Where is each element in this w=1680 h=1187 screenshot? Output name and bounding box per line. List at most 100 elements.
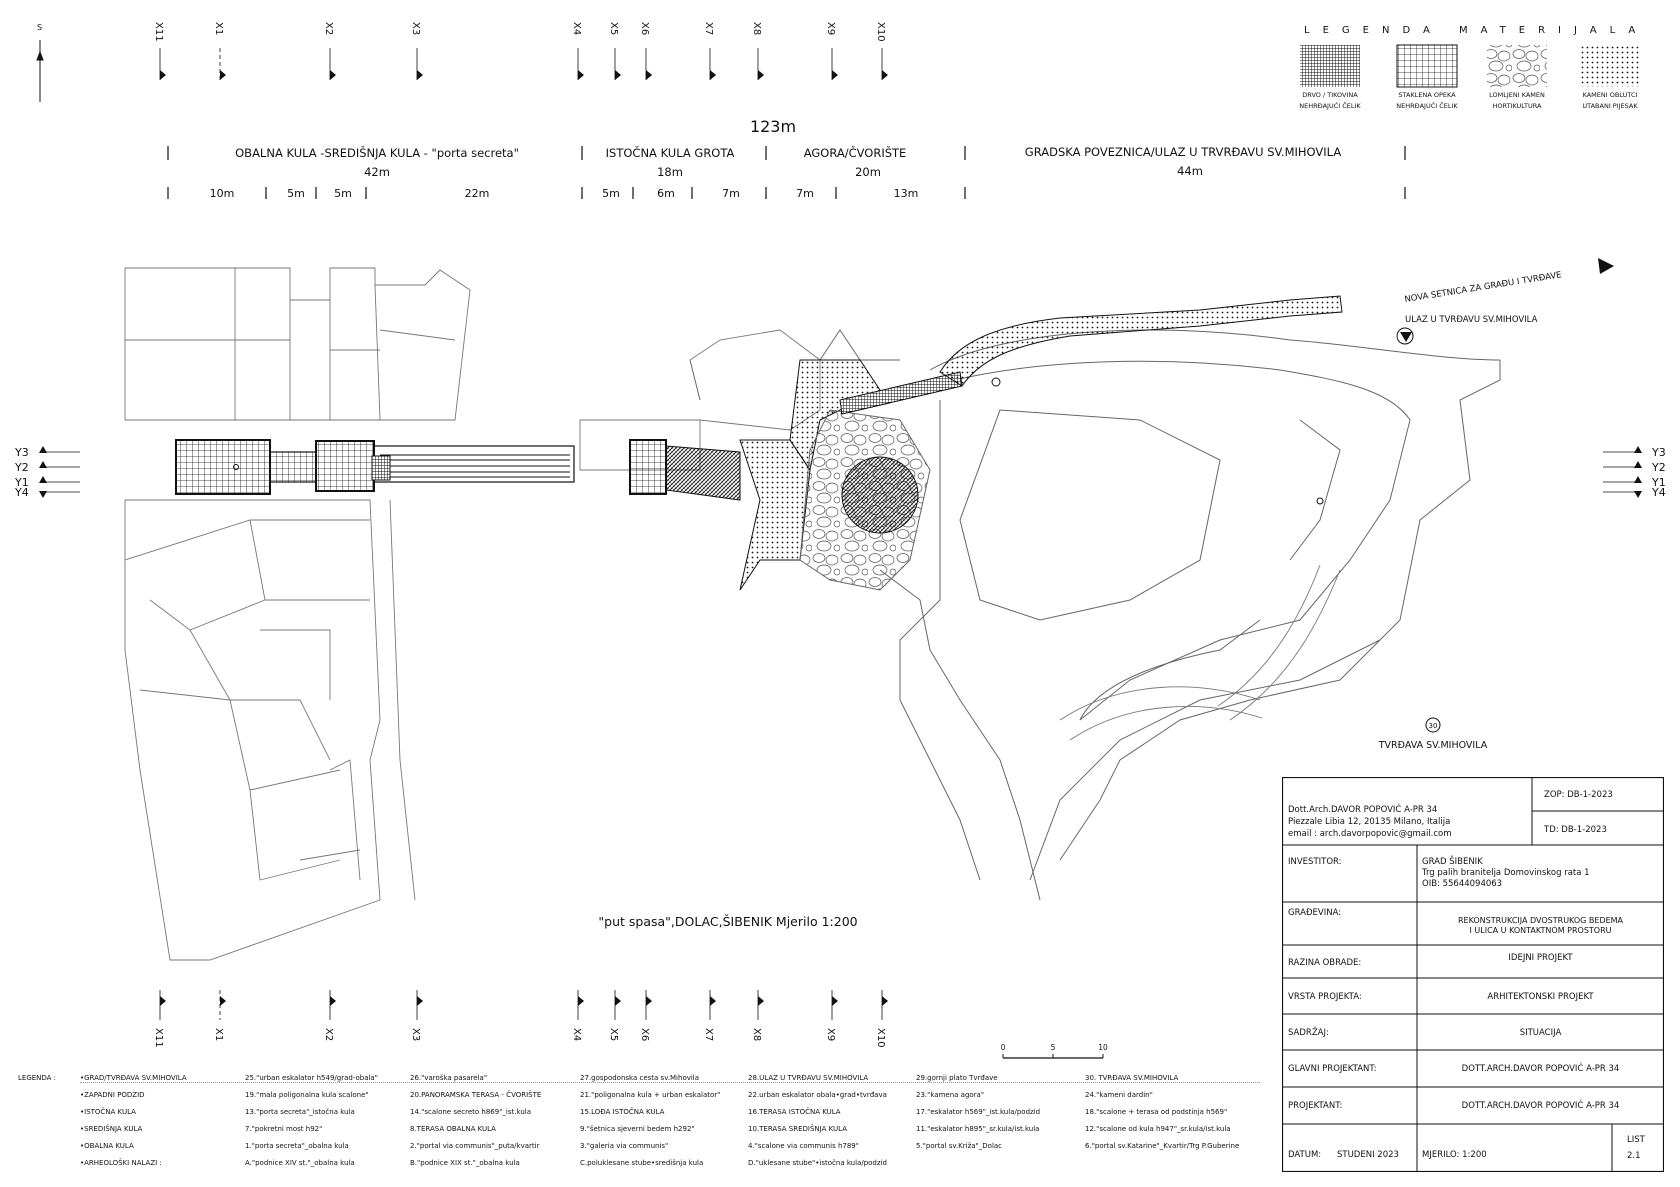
axis-label-y1-left: Y1 <box>14 476 29 489</box>
legend-row-1-col-5: 28.ULAZ U TVRĐAVU SV.MIHOVILA <box>748 1074 869 1082</box>
axis-marker-x4-bottom <box>578 996 584 1006</box>
vrsta-value: ARHITEKTONSKI PROJEKT <box>1487 992 1594 1002</box>
axis-label-x2-top: X2 <box>323 22 334 35</box>
title-block: Dott.Arch.DAVOR POPOVIĆ A-PR 34 Piezzale… <box>1282 777 1664 1172</box>
sub-length-1: 10m <box>210 187 235 200</box>
legend-row-5-col-5: 4."scalone via communis h789" <box>748 1142 859 1150</box>
axis-marker-x9-top <box>832 70 838 80</box>
axis-label-x11-bottom: X11 <box>153 1028 164 1048</box>
axis-marker-x7-top <box>710 70 716 80</box>
legend-row-4-col-3: 8.TERASA OBALNA KULA <box>410 1125 496 1133</box>
axis-label-x10-top: X10 <box>875 22 886 42</box>
gradevina-line-2: I ULICA U KONTAKTNOM PROSTORU <box>1469 926 1612 935</box>
investitor-label: INVESTITOR: <box>1288 857 1342 867</box>
legend-row-6-col-4: C.poluklesane stube•središnja kula <box>580 1159 704 1167</box>
axis-label-x9-bottom: X9 <box>825 1028 836 1041</box>
zop-code: ZOP: DB-1-2023 <box>1544 790 1613 800</box>
axis-label-x3-bottom: X3 <box>410 1028 421 1041</box>
axis-marker-x4-top <box>578 70 584 80</box>
glavni-label: GLAVNI PROJEKTANT: <box>1288 1064 1377 1074</box>
axis-marker-y1-right <box>1634 476 1642 483</box>
legend-row-5-col-3: 2."portal via communis"_puta/kvartir <box>410 1142 540 1150</box>
legend-row-2-col-1: •ZAPADNI PODZID <box>80 1091 145 1099</box>
legend-row-6-col-2: A."podnice XIV st."_obalna kula <box>245 1159 355 1167</box>
projektant-label: PROJEKTANT: <box>1288 1101 1343 1111</box>
axis-marker-x2-bottom <box>330 996 336 1006</box>
axis-marker-x3-top <box>417 70 423 80</box>
vrsta-label: VRSTA PROJEKTA: <box>1288 992 1362 1002</box>
axis-marker-x6-bottom <box>646 996 652 1006</box>
material-label-4-line-2: UTABANI PIJESAK <box>1582 102 1638 110</box>
axis-label-y3-right: Y3 <box>1651 446 1666 459</box>
urban-blocks <box>124 267 821 961</box>
legend-row-4-col-2: 7."pokretni most h92" <box>245 1125 323 1133</box>
datum-label: DATUM: <box>1288 1150 1322 1160</box>
axis-label-x1-top: X1 <box>213 22 224 35</box>
legend-row-4-col-1: •SREDIŠNJA KULA <box>80 1125 143 1133</box>
sub-length-6: 6m <box>657 187 675 200</box>
axis-label-x2-bottom: X2 <box>323 1028 334 1041</box>
section-1-label: OBALNA KULA -SREDIŠNJA KULA - "porta sec… <box>235 145 519 160</box>
legend-row-1-col-4: 27.gospodonska cesta sv.Mihovila <box>580 1074 700 1082</box>
axis-marker-x5-bottom <box>615 996 621 1006</box>
legend-row-5-col-7: 6."portal sv.Katarine"_Kvartir/Trg P.Gub… <box>1085 1142 1240 1150</box>
razina-value: IDEJNI PROJEKT <box>1508 953 1573 963</box>
fortress-label: TVRĐAVA SV.MIHOVILA <box>1378 740 1488 751</box>
fortress-number: 30 <box>1429 722 1438 730</box>
material-swatch-stone <box>1487 45 1547 87</box>
entrance-label: ULAZ U TVRĐAVU SV.MIHOVILA <box>1405 315 1538 325</box>
section-3-length: 20m <box>855 165 881 179</box>
legend-row-1-col-7: 30. TVRĐAVA SV.MIHOVILA <box>1085 1074 1179 1082</box>
legend-row-1-col-2: 25."urban eskalator h549/grad-obala" <box>245 1074 378 1082</box>
author-email: email : arch.davorpopovic@gmail.com <box>1288 829 1452 839</box>
axis-label-y4-right: Y4 <box>1651 486 1666 499</box>
axis-marker-y1-left <box>39 476 47 483</box>
investitor-line-1: GRAD ŠIBENIK <box>1422 857 1483 867</box>
plan-caption: "put spasa",DOLAC,ŠIBENIK Mjerilo 1:200 <box>598 914 857 929</box>
axis-marker-x6-top <box>646 70 652 80</box>
dimension-ticks <box>167 146 1406 199</box>
legend-row-6-col-3: B."podnice XIX st."_obalna kula <box>410 1159 520 1167</box>
axis-marker-x7-bottom <box>710 996 716 1006</box>
legend-row-2-col-6: 23."kamena agora" <box>916 1091 985 1099</box>
axis-marker-x9-bottom <box>832 996 838 1006</box>
axis-marker-x5-top <box>615 70 621 80</box>
legend-row-6-col-5: D."uklesane stube"•istočna kula/podzid <box>748 1159 887 1167</box>
material-swatch-glass <box>1396 44 1458 88</box>
axis-marker-x11-top <box>160 70 166 80</box>
material-label-2-line-1: STAKLENA OPEKA <box>1398 91 1456 99</box>
section-2-length: 18m <box>657 165 683 179</box>
legend-row-6-col-1: •ARHEOLOŠKI NALAZI : <box>80 1159 162 1167</box>
section-3-label: AGORA/ČVORIŠTE <box>804 145 907 160</box>
glavni-value: DOTT.ARCH.DAVOR POPOVIĆ A-PR 34 <box>1461 1064 1620 1074</box>
sub-length-9: 13m <box>894 187 919 200</box>
material-label-3-line-1: LOMLJENI KAMEN <box>1489 91 1545 99</box>
legend-row-1-col-6: 29.gornji plato Tvrđave <box>916 1074 998 1082</box>
scale-tick-0: 0 <box>1001 1043 1006 1052</box>
razina-label: RAZINA OBRADE: <box>1288 958 1362 968</box>
sub-length-7: 7m <box>722 187 740 200</box>
legend-title: LEGENDA : <box>18 1074 57 1082</box>
scale-tick-10: 10 <box>1098 1043 1108 1052</box>
legend-row-4-col-5: 10.TERASA SREDIŠNJA KULA <box>748 1125 847 1133</box>
axis-label-x5-top: X5 <box>608 22 619 35</box>
legend-row-5-col-4: 3."galeria via communis" <box>580 1142 669 1150</box>
legend-row-3-col-4: 15.LOĐA ISTOČNA KULA <box>580 1108 665 1116</box>
author-name: Dott.Arch.DAVOR POPOVIĆ A-PR 34 <box>1288 805 1438 815</box>
material-label-3-line-2: HORTIKULTURA <box>1493 102 1542 110</box>
axis-marker-y2-right <box>1634 461 1642 468</box>
sub-length-2: 5m <box>287 187 305 200</box>
projektant-value: DOTT.ARCH.DAVOR POPOVIĆ A-PR 34 <box>1461 1101 1620 1111</box>
axis-marker-x1-bottom <box>220 996 226 1006</box>
section-4-length: 44m <box>1177 164 1203 178</box>
sub-length-8: 7m <box>796 187 814 200</box>
axis-marker-y2-left <box>39 461 47 468</box>
material-swatch-pebbles <box>1580 45 1640 87</box>
legend-row-4-col-7: 12."scalone od kula h947"_sr.kula/ist.ku… <box>1085 1125 1231 1133</box>
